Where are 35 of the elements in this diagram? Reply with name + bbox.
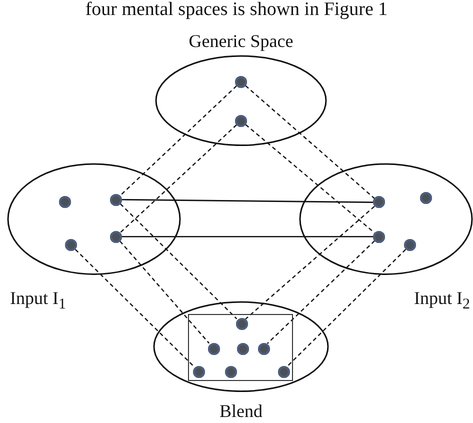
point-dot	[420, 192, 432, 204]
point-dot	[110, 230, 122, 243]
dashed-line	[245, 85, 375, 199]
point-dot	[193, 366, 205, 378]
point-dot	[278, 366, 290, 378]
point-dot	[235, 114, 247, 127]
dashed-line	[286, 248, 406, 367]
body-text: four mental spaces is shown in Figure 1	[85, 0, 388, 20]
point-dot	[65, 239, 77, 252]
dashed-line	[245, 206, 375, 320]
space-label: Blend	[220, 401, 262, 422]
dashed-line	[120, 124, 237, 233]
point-dot	[110, 194, 122, 206]
dashed-line	[120, 85, 238, 196]
connector-line	[122, 198, 373, 203]
space-label: Input I$_{2}$	[414, 288, 470, 315]
point-dot	[236, 318, 248, 330]
point-dot	[404, 239, 416, 252]
dashed-line	[245, 124, 375, 234]
space-label: Input I$_{1}$	[10, 288, 66, 315]
point-dot	[373, 196, 385, 208]
point-dot	[258, 342, 270, 355]
dashed-line	[120, 203, 238, 320]
point-dot	[208, 342, 220, 355]
point-dot	[225, 366, 237, 378]
connector-line	[122, 236, 373, 238]
dashed-line	[266, 240, 376, 344]
point-dot	[237, 342, 249, 355]
dashed-line	[120, 240, 210, 344]
point-dot	[235, 76, 247, 88]
dashed-line	[74, 248, 194, 367]
point-dot	[59, 196, 71, 208]
blend-frame	[188, 314, 293, 381]
point-dot	[373, 230, 385, 243]
space-label: Generic Space	[188, 30, 294, 51]
